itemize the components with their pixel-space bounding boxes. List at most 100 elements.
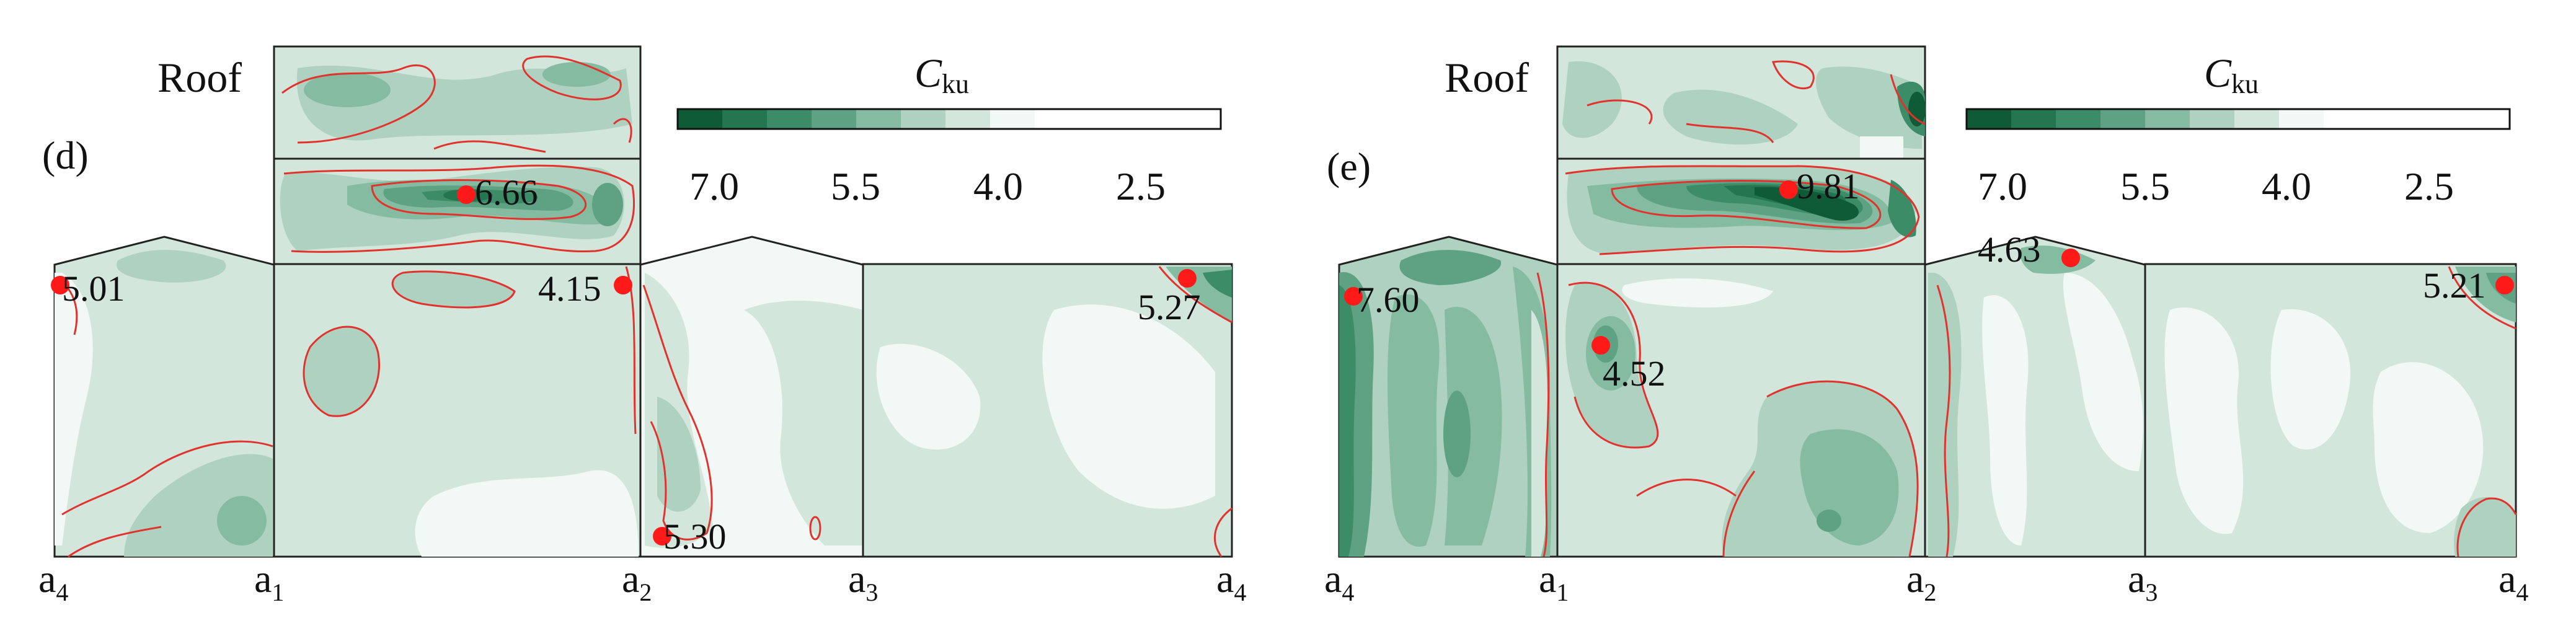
- wall-face-a3-a4: [862, 263, 1233, 558]
- axis-label: a4: [2499, 557, 2528, 606]
- colorbar-title: Cku: [2204, 51, 2259, 99]
- colorbar: Cku 7.0 5.5 4.0 2.5: [1965, 51, 2511, 208]
- axis-label: a3: [2128, 557, 2158, 606]
- axis-label: a3: [848, 557, 878, 606]
- contour-band: [744, 301, 863, 545]
- axis-label: a4: [38, 557, 68, 606]
- contour-line: [2448, 266, 2516, 330]
- contour-line: [1565, 165, 1920, 255]
- contour-line: [642, 285, 713, 541]
- contour-line: [522, 55, 622, 100]
- contour-band: [392, 272, 515, 307]
- contour-line: [303, 325, 380, 417]
- peak-marker: [457, 185, 476, 204]
- colorbar-frame: [676, 108, 1222, 130]
- colorbar-bin: [767, 109, 812, 129]
- contour-band: [304, 73, 391, 107]
- contour-band: [1860, 136, 1903, 159]
- contour-band: [55, 273, 93, 545]
- wall-face-a1-a2: [273, 263, 642, 558]
- contour-band: [1388, 294, 1440, 547]
- contour-line: [61, 440, 273, 516]
- contour-line: [433, 140, 546, 153]
- contour-line: [391, 270, 516, 309]
- contour-line: [1636, 479, 1737, 497]
- peak-marker: [1344, 287, 1363, 306]
- contour-line: [809, 516, 821, 541]
- panel-d: (d) Roof: [38, 45, 1246, 606]
- roof-face: [1556, 45, 1926, 160]
- contour-band: [415, 470, 639, 557]
- axis-label: a2: [1906, 557, 1936, 606]
- colorbar-bin: [856, 109, 901, 129]
- colorbar-tick: 4.0: [2262, 164, 2311, 208]
- colorbar-bin: [1967, 109, 2011, 129]
- contour-band: [542, 62, 611, 87]
- contour-line: [613, 118, 632, 143]
- panel-label: (e): [1327, 144, 1371, 188]
- roof-lower-face: [1556, 157, 1926, 265]
- contour-line: [1611, 180, 1882, 229]
- contour-band: [117, 250, 226, 283]
- contour-band: [2164, 307, 2244, 534]
- contour-line: [1936, 285, 1951, 557]
- contour-line: [1771, 60, 1815, 90]
- colorbar-bin: [2011, 109, 2056, 129]
- contour-band: [2063, 273, 2143, 471]
- colorbar-tick: 5.5: [2120, 164, 2170, 208]
- peak-value-label: 5.01: [62, 268, 125, 309]
- contour-line: [371, 179, 587, 220]
- contour-line: [1568, 281, 1659, 449]
- colorbar-tick: 7.0: [689, 164, 739, 208]
- colorbar-bin: [901, 109, 945, 129]
- peak-value-label: 5.27: [1138, 287, 1201, 327]
- contour-line: [283, 164, 635, 253]
- peak-value-label: 4.52: [1603, 353, 1666, 394]
- peak-marker: [2495, 276, 2514, 294]
- contour-band: [1622, 278, 1773, 307]
- contour-band: [1445, 307, 1502, 545]
- contour-band: [657, 397, 701, 512]
- contour-band: [2373, 362, 2484, 533]
- peak-value-label: 9.81: [1797, 166, 1860, 206]
- colorbar-tick: 2.5: [1116, 164, 1166, 208]
- colorbar-tick: 7.0: [1978, 164, 2027, 208]
- contour-band: [1203, 270, 1232, 298]
- colorbar-tick: 5.5: [831, 164, 880, 208]
- colorbar-frame: [1965, 108, 2511, 130]
- contour-band: [1443, 391, 1471, 477]
- contour-line: [68, 526, 162, 558]
- axis-labels: a4 a1 a2 a3 a4: [38, 557, 1246, 606]
- colorbar-tick: 4.0: [973, 164, 1023, 208]
- colorbar-title: Cku: [914, 51, 969, 99]
- roof-label: Roof: [157, 54, 242, 101]
- contour-band: [2270, 309, 2351, 450]
- contour-band: [1928, 273, 1962, 557]
- contour-line: [1536, 272, 1550, 557]
- contour-line: [1686, 123, 1774, 143]
- contour-band: [304, 327, 379, 417]
- roof-lower-face: [273, 157, 642, 265]
- contour-line: [1158, 266, 1233, 324]
- peak-marker: [653, 527, 671, 545]
- peak-marker: [1779, 180, 1798, 199]
- contour-line: [1587, 99, 1653, 125]
- colorbar-bin: [1079, 109, 1221, 129]
- wall-face-a1-a2: [1556, 263, 1926, 558]
- colorbar-bin: [2056, 109, 2100, 129]
- contour-band: [1663, 89, 1798, 145]
- colorbar-bin: [722, 109, 767, 129]
- peak-marker: [51, 276, 69, 294]
- peak-value-label: 4.15: [538, 268, 601, 309]
- contour-line: [281, 64, 436, 144]
- contour-band: [217, 496, 267, 545]
- colorbar-bin: [2100, 109, 2145, 129]
- colorbar: Cku 7.0 5.5 4.0 2.5: [676, 51, 1222, 208]
- axis-label: a2: [622, 557, 652, 606]
- peak-value-label: 5.21: [2423, 265, 2486, 306]
- peak-marker: [614, 276, 632, 294]
- axis-label: a1: [254, 557, 284, 606]
- contour-band: [1755, 187, 1859, 221]
- peak-marker: [2061, 249, 2080, 267]
